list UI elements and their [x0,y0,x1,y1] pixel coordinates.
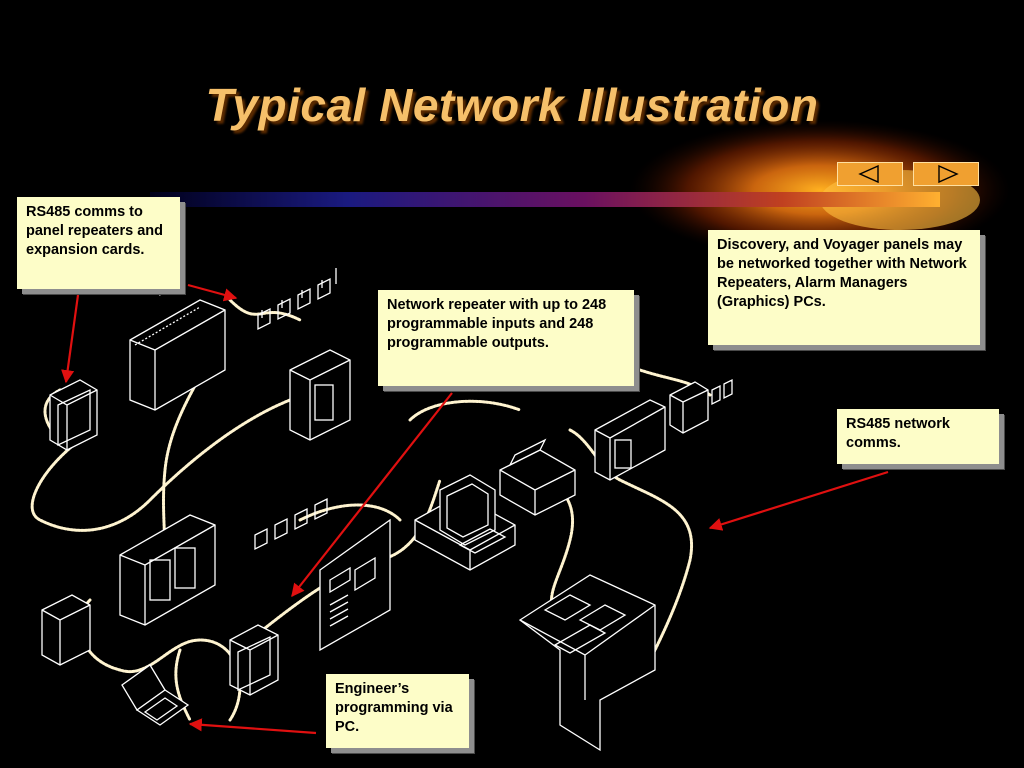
callout-arrows [61,283,889,735]
note-discovery-voyager: Discovery, and Voyager panels may be net… [708,230,980,345]
expansion-cards-top [257,268,337,331]
previous-slide-button[interactable] [837,162,903,186]
triangle-left-icon [858,164,879,184]
pc-workstation [414,474,516,571]
printer [499,438,576,516]
arrow-to-network-cable [708,470,889,531]
arrow-to-control-unit [61,294,80,384]
note-rs485-network: RS485 network comms. [837,409,999,464]
graphics-console [518,574,656,752]
mimic-display-board [319,518,391,652]
control-unit-bottom-left [41,594,91,666]
repeater-panel-center [289,349,351,441]
expansion-cards-middle [254,497,328,551]
engineer-laptop [121,664,190,726]
note-engineer-pc: Engineer’s programming via PC. [326,674,469,748]
note-rs485-panel: RS485 comms to panel repeaters and expan… [17,197,180,289]
page-title: Typical Network Illustration [205,79,819,131]
arrow-to-expansion-cards [187,283,238,302]
expansion-cards-right [711,378,733,406]
next-slide-button[interactable] [913,162,979,186]
fire-panel-middle-left [119,514,216,626]
control-unit-right [669,381,709,434]
control-unit-left [49,379,98,451]
arrow-to-laptop [188,718,317,735]
decorative-beam [150,192,940,207]
fire-panel-right [594,399,666,481]
note-network-repeater: Network repeater with up to 248 programm… [378,290,634,386]
control-unit-bottom-center [229,624,279,696]
arrow-to-repeater [291,392,453,598]
triangle-right-icon [938,164,959,184]
